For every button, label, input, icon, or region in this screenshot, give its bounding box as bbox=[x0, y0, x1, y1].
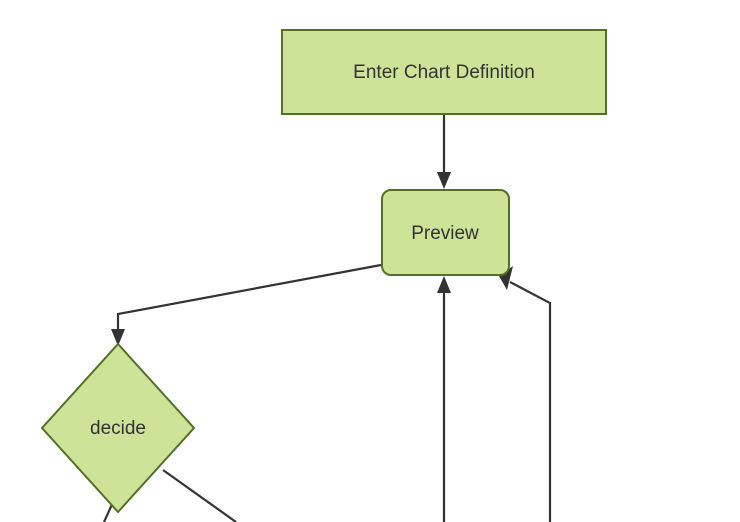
edge-decide-out-right-line bbox=[162, 469, 237, 522]
edge-enter-to-preview-arrowhead bbox=[437, 172, 451, 189]
node-preview[interactable]: Preview bbox=[381, 189, 510, 276]
edge-return-center-to-preview-arrowhead bbox=[437, 276, 451, 293]
edge-preview-to-decide-line bbox=[116, 263, 382, 334]
node-decide[interactable]: decide bbox=[40, 342, 196, 514]
edge-return-center-to-preview[interactable] bbox=[437, 276, 451, 522]
node-enter-chart-definition[interactable]: Enter Chart Definition bbox=[281, 29, 607, 115]
edge-return-right-to-preview[interactable] bbox=[499, 266, 552, 522]
edge-layer bbox=[102, 113, 552, 522]
edge-preview-to-decide-arrowhead bbox=[111, 329, 125, 346]
node-layer: Enter Chart Definition Preview decide bbox=[40, 29, 607, 514]
node-decide-shape bbox=[40, 342, 196, 514]
edge-return-right-to-preview-arrowhead bbox=[499, 266, 513, 290]
edge-preview-to-decide[interactable] bbox=[111, 263, 382, 346]
node-enter-chart-definition-shape bbox=[281, 29, 607, 115]
edge-enter-to-preview[interactable] bbox=[437, 113, 451, 189]
edge-return-right-to-preview-line bbox=[509, 281, 552, 522]
edge-decide-out-right[interactable] bbox=[162, 469, 237, 522]
node-preview-shape bbox=[381, 189, 510, 276]
